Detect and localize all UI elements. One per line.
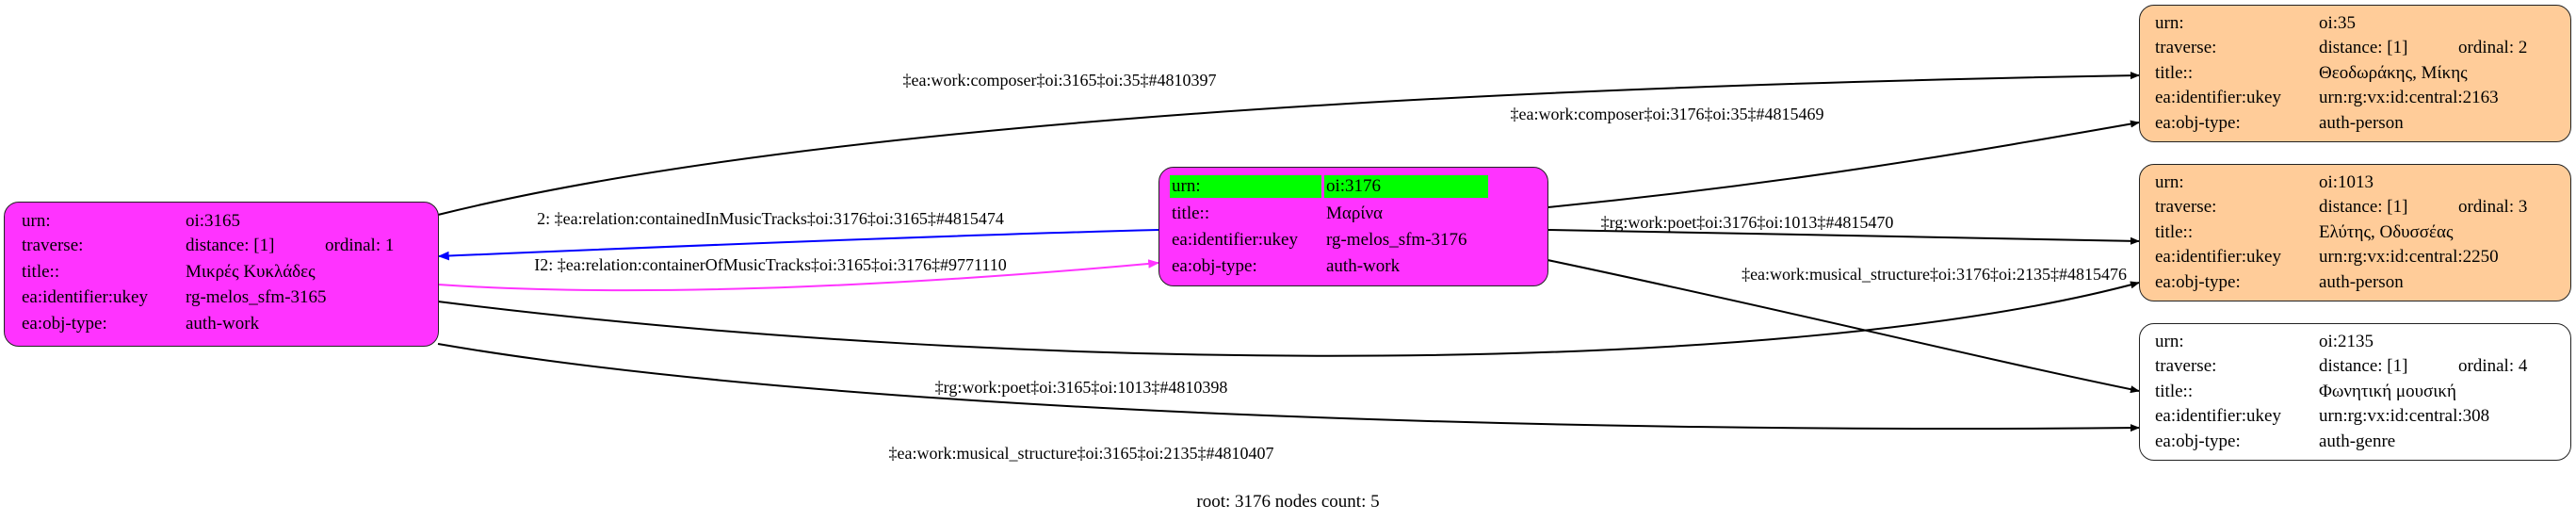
field-label: traverse: — [2155, 38, 2217, 57]
field-value: oi:1013 — [2319, 172, 2374, 192]
field-label: urn: — [22, 211, 51, 231]
field-label: traverse: — [2155, 356, 2217, 376]
field-value: auth-person — [2319, 272, 2404, 292]
field-value: ordinal: 1 — [325, 236, 395, 255]
field-value: urn:rg:vx:id:central:2250 — [2319, 247, 2499, 267]
field-label: title:: — [2155, 63, 2194, 83]
edge-label: ‡rg:work:poet‡oi:3176‡oi:1013‡#4815470 — [1601, 213, 1894, 232]
field-value: rg-melos_sfm-3176 — [1326, 230, 1467, 250]
field-label: urn: — [2155, 332, 2184, 351]
edge-3176-3165 — [437, 229, 1159, 261]
edge-label: ‡ea:work:composer‡oi:3165‡oi:35‡#4810397 — [903, 71, 1217, 90]
field-label: title:: — [22, 262, 60, 282]
field-value: Θεοδωράκης, Μίκης — [2319, 63, 2468, 83]
field-value: ordinal: 3 — [2458, 197, 2528, 217]
root-highlight — [1324, 175, 1488, 198]
field-value: oi:2135 — [2319, 332, 2374, 351]
field-value: ordinal: 2 — [2458, 38, 2528, 57]
field-label: ea:obj-type: — [2155, 113, 2241, 133]
node-3165[interactable]: urn: oi:3165 traverse: distance: [1] ordina… — [4, 202, 439, 347]
edge-label: ‡ea:work:musical_structure‡oi:3165‡oi:21… — [889, 444, 1274, 463]
field-value: auth-work — [186, 314, 260, 334]
edge-3165-3176 — [437, 259, 1160, 292]
field-value: distance: [1] — [2319, 38, 2408, 57]
field-value: urn:rg:vx:id:central:2163 — [2319, 88, 2499, 107]
field-value: ordinal: 4 — [2458, 356, 2528, 376]
field-label: ea:obj-type: — [22, 314, 107, 334]
field-value: Φωνητική μουσική — [2319, 382, 2456, 401]
field-label: ea:obj-type: — [1172, 256, 1257, 276]
field-label: traverse: — [2155, 197, 2217, 217]
field-label: urn: — [2155, 172, 2184, 192]
field-value: auth-person — [2319, 113, 2404, 133]
edge-3176-1013 — [1547, 229, 2140, 245]
field-label: ea:obj-type: — [2155, 272, 2241, 292]
node-1013[interactable]: urn: oi:1013 traverse: distance: [1] ordina… — [2139, 164, 2571, 301]
field-label: ea:identifier:ukey — [1172, 230, 1298, 250]
field-label: urn: — [2155, 13, 2184, 33]
field-value: oi:3165 — [186, 211, 241, 231]
field-label: title:: — [1172, 204, 1210, 223]
field-value: auth-work — [1326, 256, 1401, 276]
field-label: traverse: — [22, 236, 84, 255]
edge-3176-35 — [1547, 120, 2140, 208]
field-value: distance: [1] — [2319, 356, 2408, 376]
field-label: ea:obj-type: — [2155, 431, 2241, 451]
node-35[interactable]: urn: oi:35 traverse: distance: [1] ordinal:… — [2139, 5, 2571, 142]
edge-3165-2135 — [437, 343, 2140, 432]
field-value: Ελύτης, Οδυσσέας — [2319, 222, 2454, 242]
field-value: Μικρές Κυκλάδες — [186, 262, 316, 282]
graph-footer: root: 3176 nodes count: 5 — [1196, 492, 1380, 512]
node-3176-root[interactable]: urn: oi:3176 title::Μαρίνα ea:identifier:… — [1158, 167, 1548, 286]
edge-3176-2135 — [1547, 259, 2140, 394]
node-2135[interactable]: urn: oi:2135 traverse: distance: [1] ordina… — [2139, 323, 2571, 461]
edge-label: I2: ‡ea:relation:containerOfMusicTracks‡… — [534, 255, 1006, 274]
field-value: oi:35 — [2319, 13, 2357, 33]
edge-3165-35 — [437, 72, 2140, 216]
field-label: title:: — [2155, 382, 2194, 401]
edge-3165-1013 — [437, 281, 2140, 357]
edge-label: ‡ea:work:composer‡oi:3176‡oi:35‡#4815469 — [1511, 105, 1824, 123]
field-value: distance: [1] — [2319, 197, 2408, 217]
field-label: ea:identifier:ukey — [2155, 88, 2281, 107]
field-value: distance: [1] — [186, 236, 275, 255]
field-label: title:: — [2155, 222, 2194, 242]
field-label: ea:identifier:ukey — [22, 287, 148, 307]
edge-label: ‡rg:work:poet‡oi:3165‡oi:1013‡#4810398 — [935, 378, 1228, 397]
field-value: rg-melos_sfm-3165 — [186, 287, 327, 307]
field-label: ea:identifier:ukey — [2155, 406, 2281, 426]
field-value: oi:3176 — [1326, 176, 1382, 196]
edge-label: 2: ‡ea:relation:containedInMusicTracks‡o… — [537, 209, 1004, 228]
field-value: Μαρίνα — [1326, 204, 1383, 223]
field-label: ea:identifier:ukey — [2155, 247, 2281, 267]
field-label: urn: — [1172, 176, 1201, 196]
edge-label: ‡ea:work:musical_structure‡oi:3176‡oi:21… — [1742, 265, 2127, 284]
field-value: auth-genre — [2319, 431, 2396, 451]
field-value: urn:rg:vx:id:central:308 — [2319, 406, 2490, 426]
root-highlight — [1170, 175, 1321, 198]
